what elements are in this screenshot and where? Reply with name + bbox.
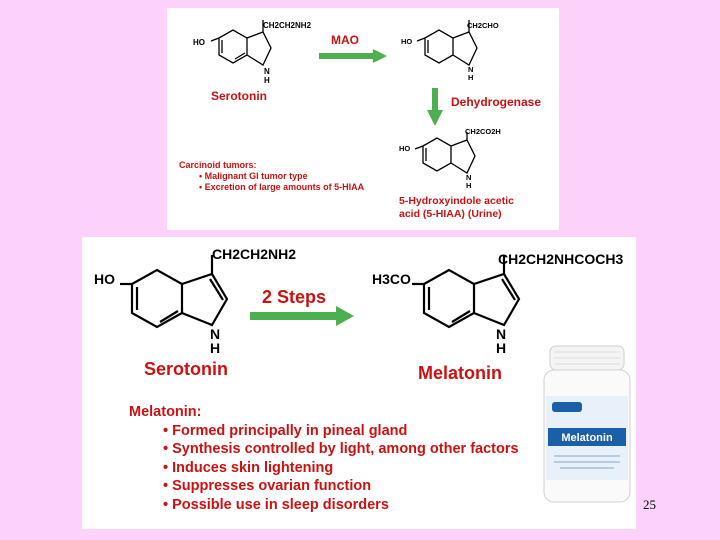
svg-text:H: H — [466, 181, 471, 190]
svg-text:N: N — [468, 65, 473, 74]
melatonin-notes-title: Melatonin: — [129, 404, 202, 420]
melatonin-note-item: Suppresses ovarian function — [163, 477, 519, 496]
melatonin-h3co: H3CO — [372, 271, 411, 287]
dehydrogenase-arrow — [427, 88, 443, 126]
svg-text:N: N — [466, 173, 471, 182]
aldehyde-chain-text: CH2CHO — [467, 21, 499, 30]
mao-arrow — [319, 49, 387, 63]
melatonin-structure — [412, 255, 521, 329]
melatonin-bottle-image: Melatonin — [543, 345, 631, 503]
svg-text:N: N — [210, 326, 220, 342]
svg-text:H: H — [496, 340, 506, 356]
melatonin-note-item: Possible use in sleep disorders — [163, 496, 519, 515]
hiaa-structure — [414, 132, 476, 174]
top-diagram-panel: HO CH2CH2NH2 N H Serotonin MAO HO CH2CHO… — [167, 8, 559, 230]
serotonin-chain-text: CH2CH2NH2 — [263, 21, 312, 30]
serotonin-ho-text: HO — [193, 38, 205, 47]
svg-text:H: H — [468, 73, 473, 82]
dehydrogenase-label: Dehydrogenase — [451, 95, 541, 109]
melatonin-note-item: Synthesis controlled by light, among oth… — [163, 440, 518, 459]
aldehyde-structure — [416, 20, 478, 66]
svg-text:N: N — [496, 326, 506, 342]
steps-label: 2 Steps — [262, 287, 326, 307]
mao-label: MAO — [331, 33, 359, 47]
slide-number: 25 — [643, 497, 656, 512]
carcinoid-title: Carcinoid tumors: — [179, 160, 257, 170]
bottle-label: Melatonin — [561, 432, 613, 444]
serotonin-ho-large: HO — [94, 271, 115, 287]
hiaa-ho-text: HO — [399, 144, 410, 153]
serotonin-structure-small — [210, 20, 272, 66]
svg-text:H: H — [210, 340, 220, 356]
serotonin-structure-large — [120, 255, 229, 329]
serotonin-label: Serotonin — [211, 89, 267, 103]
bottom-diagram-panel: HO CH2CH2NH2 N H Serotonin 2 Steps H3CO … — [82, 237, 636, 529]
serotonin-metabolism-svg: HO CH2CH2NH2 N H Serotonin MAO HO CH2CHO… — [193, 20, 541, 220]
aldehyde-ho-text: HO — [401, 37, 412, 46]
melatonin-label: Melatonin — [418, 363, 502, 383]
carcinoid-point: Malignant GI tumor type — [199, 171, 364, 182]
carcinoid-point: Excretion of large amounts of 5-HIAA — [199, 182, 365, 193]
hiaa-label-line2: acid (5-HIAA) (Urine) — [399, 208, 502, 220]
melatonin-note-item: Induces skin lightening — [163, 459, 519, 478]
carcinoid-note: Carcinoid tumors: Malignant GI tumor typ… — [179, 160, 364, 193]
hiaa-chain-text: CH2CO2H — [465, 127, 501, 136]
serotonin-to-melatonin-svg: HO CH2CH2NH2 N H Serotonin 2 Steps H3CO … — [94, 246, 623, 383]
serotonin-label-large: Serotonin — [144, 359, 228, 379]
melatonin-chain: CH2CH2NHCOCH3 — [498, 251, 623, 267]
melatonin-notes: Melatonin: Formed principally in pineal … — [129, 403, 519, 515]
steps-arrow — [250, 306, 354, 326]
serotonin-h-text: H — [264, 76, 270, 85]
melatonin-note-item: Formed principally in pineal gland — [163, 422, 519, 441]
serotonin-n-text: N — [264, 67, 270, 76]
serotonin-chain-large: CH2CH2NH2 — [212, 246, 296, 262]
hiaa-label-line1: 5-Hydroxyindole acetic — [399, 195, 514, 207]
